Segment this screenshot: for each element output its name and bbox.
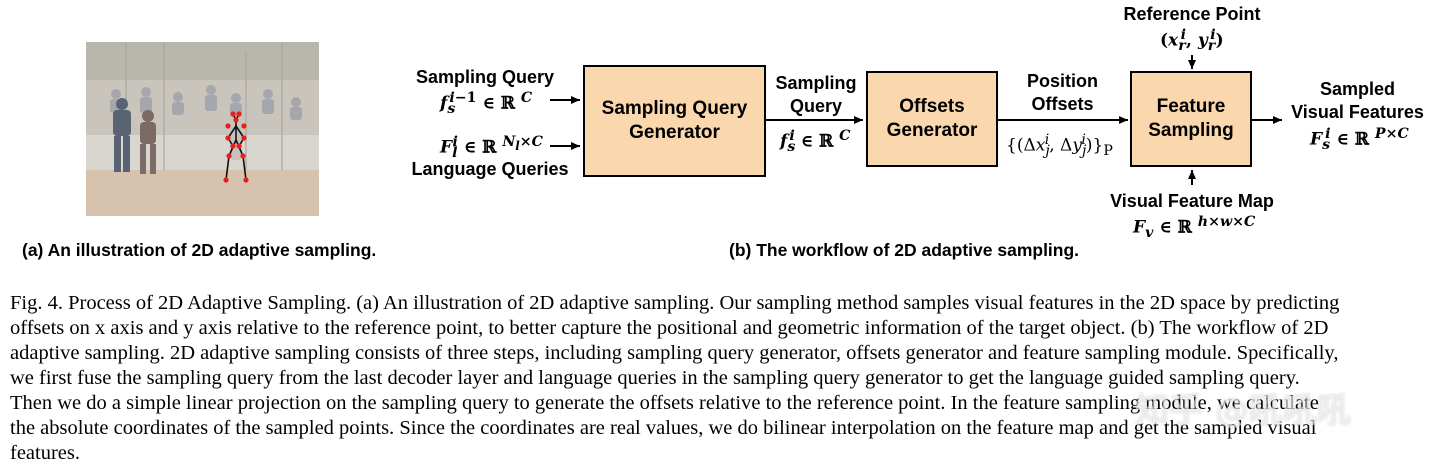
- caption-line-2: offsets on x axis and y axis relative to…: [10, 317, 1329, 339]
- caption-line-5: Then we do a simple linear projection on…: [10, 392, 1319, 414]
- workflow-arrows: [550, 55, 1282, 185]
- figure-caption: Fig. 4. Process of 2D Adaptive Sampling.…: [10, 291, 1435, 466]
- caption-line-7: features.: [10, 442, 80, 464]
- mid-query-label: Query: [789, 96, 843, 116]
- sample-points: [223, 111, 249, 183]
- input-sampling-query-label: Sampling Query: [415, 67, 555, 87]
- mid-sampling-label: Sampling: [775, 73, 857, 93]
- mid-position-label: Position: [1027, 71, 1098, 91]
- sampling-query-generator-box: Sampling Query Generator: [583, 65, 766, 177]
- feature-sampling-label: Feature Sampling: [1148, 96, 1234, 141]
- watermark: 知乎 @吼吼吼: [1135, 391, 1351, 431]
- mid-sampling-query-math: fsi ∈ ℝ C: [780, 128, 851, 156]
- caption-line-1: Fig. 4. Process of 2D Adaptive Sampling.…: [10, 292, 1340, 314]
- illustration-image: [86, 42, 319, 216]
- caption-line-6: the absolute coordinates of the sampled …: [10, 417, 1317, 439]
- baseball-scene: [86, 42, 319, 216]
- output-sampled-label: Sampled: [1319, 79, 1396, 99]
- input-sampling-query-math: fsi−1 ∈ ℝ C: [440, 90, 533, 118]
- feature-sampling-box: Feature Sampling: [1130, 71, 1252, 167]
- offsets-generator-box: Offsets Generator: [866, 71, 998, 167]
- visual-feature-map-math: Fv ∈ ℝ h×w×C: [1133, 214, 1256, 242]
- visual-feature-map-label: Visual Feature Map: [1110, 191, 1274, 211]
- input-language-queries-label: Language Queries: [411, 159, 569, 179]
- panel-a-caption: (a) An illustration of 2D adaptive sampl…: [22, 240, 377, 260]
- sampling-query-generator-label: Sampling Query Generator: [601, 98, 748, 143]
- mid-offsets-math: {(Δxji, Δyji)}P: [1006, 132, 1113, 160]
- mid-offsets-label: Offsets: [1031, 94, 1094, 114]
- input-language-queries-math: Fli ∈ ℝ Nl×C: [440, 134, 543, 162]
- output-math: Fsi ∈ ℝ P×C: [1310, 126, 1409, 154]
- offsets-generator-label: Offsets Generator: [886, 96, 978, 141]
- panel-b-caption: (b) The workflow of 2D adaptive sampling…: [729, 240, 1080, 260]
- reference-point-math: (xri, yri): [1160, 27, 1224, 55]
- caption-line-3: adaptive sampling. 2D adaptive sampling …: [10, 342, 1339, 364]
- output-visual-features-label: Visual Features: [1291, 102, 1424, 122]
- caption-line-4: we first fuse the sampling query from th…: [10, 367, 1300, 389]
- reference-point-label: Reference Point: [1123, 4, 1261, 24]
